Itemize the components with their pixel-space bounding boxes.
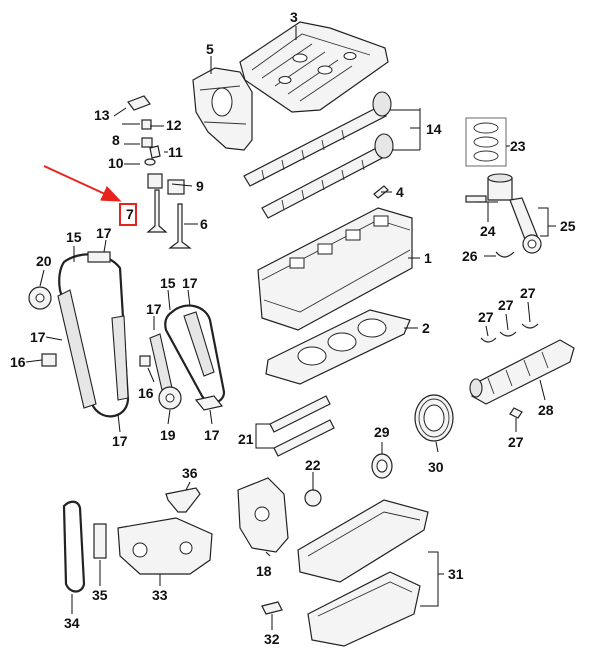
valve-cover-part [239, 21, 389, 113]
chain-tensioner-part [41, 353, 151, 367]
crank-seal-part [371, 453, 393, 479]
leader-lines [25, 26, 556, 630]
callout-15-left: 15 [66, 229, 82, 245]
callout-21: 21 [238, 431, 254, 447]
callout-36: 36 [182, 465, 198, 481]
callout-27-c: 27 [520, 285, 536, 301]
belt-tensioner-part [93, 523, 107, 559]
callout-7: 7 [126, 206, 134, 222]
piston-rings-part [465, 117, 507, 167]
callout-16-right: 16 [138, 385, 154, 401]
callout-13: 13 [94, 107, 110, 123]
callout-20: 20 [36, 253, 52, 269]
callout-25: 25 [560, 218, 576, 234]
front-cover-part [237, 477, 289, 553]
callout-17-c: 17 [112, 433, 128, 449]
callout-18: 18 [256, 563, 272, 579]
callout-10: 10 [108, 155, 124, 171]
head-gasket-part [265, 309, 411, 385]
piston-part [465, 173, 513, 203]
callout-6: 6 [200, 216, 208, 232]
timing-chain-left [57, 251, 130, 418]
callout-29: 29 [374, 424, 390, 440]
camshaft-part [243, 91, 394, 219]
timing-cover-part [192, 67, 253, 151]
balance-shaft-part [269, 395, 335, 457]
callout-17-f: 17 [204, 427, 220, 443]
callout-32: 32 [264, 631, 280, 647]
callout-28: 28 [538, 402, 554, 418]
callout-33: 33 [152, 587, 168, 603]
callout-16-left: 16 [10, 354, 26, 370]
belt-part [62, 500, 86, 593]
crank-pulley-part [414, 394, 454, 442]
cylinder-head-part [257, 207, 413, 331]
callout-5: 5 [206, 41, 214, 57]
callout-8: 8 [112, 132, 120, 148]
callout-31: 31 [448, 566, 464, 582]
oil-pickup-part [165, 487, 201, 513]
callout-17-e: 17 [146, 301, 162, 317]
callout-4: 4 [396, 184, 404, 200]
oil-pump-part [117, 517, 213, 575]
oil-pan-part [297, 499, 429, 647]
callout-19: 19 [160, 427, 176, 443]
callout-15-right: 15 [160, 275, 176, 291]
highlight-box [119, 203, 137, 226]
callout-11: 11 [168, 144, 183, 160]
callout-34: 34 [64, 615, 80, 631]
callout-17-a: 17 [96, 225, 112, 241]
callout-35: 35 [92, 587, 108, 603]
drain-plug-part [261, 601, 283, 615]
callout-12: 12 [166, 117, 182, 133]
sprocket-part-right [158, 386, 182, 410]
callout-22: 22 [305, 457, 321, 473]
valve-part [146, 189, 192, 249]
highlight-arrow [43, 165, 122, 202]
connecting-rod-part [509, 197, 542, 254]
callout-24: 24 [480, 223, 496, 239]
callout-9: 9 [196, 178, 204, 194]
callout-2: 2 [422, 320, 430, 336]
callout-23: 23 [510, 138, 526, 154]
callout-labels: 1 2 3 4 5 6 7 8 9 10 11 12 13 14 15 15 1… [10, 9, 576, 647]
callout-17-b: 17 [30, 329, 46, 345]
callout-27-a: 27 [478, 309, 494, 325]
callout-30: 30 [428, 459, 444, 475]
callout-3: 3 [290, 9, 298, 25]
rod-bearing-part [495, 251, 515, 258]
crankshaft-part [469, 339, 575, 405]
callout-1: 1 [424, 250, 432, 266]
callout-27-b: 27 [498, 297, 514, 313]
callout-26: 26 [462, 248, 478, 264]
timing-chain-right [149, 304, 226, 411]
main-bearing-part [480, 323, 539, 419]
sprocket-part-left [28, 286, 52, 310]
callout-27-d: 27 [508, 434, 524, 450]
highlight-annotation [43, 165, 137, 226]
callout-17-d: 17 [182, 275, 198, 291]
valvetrain-small-parts [127, 95, 185, 195]
gear-part [304, 489, 322, 507]
callout-14: 14 [426, 121, 442, 137]
